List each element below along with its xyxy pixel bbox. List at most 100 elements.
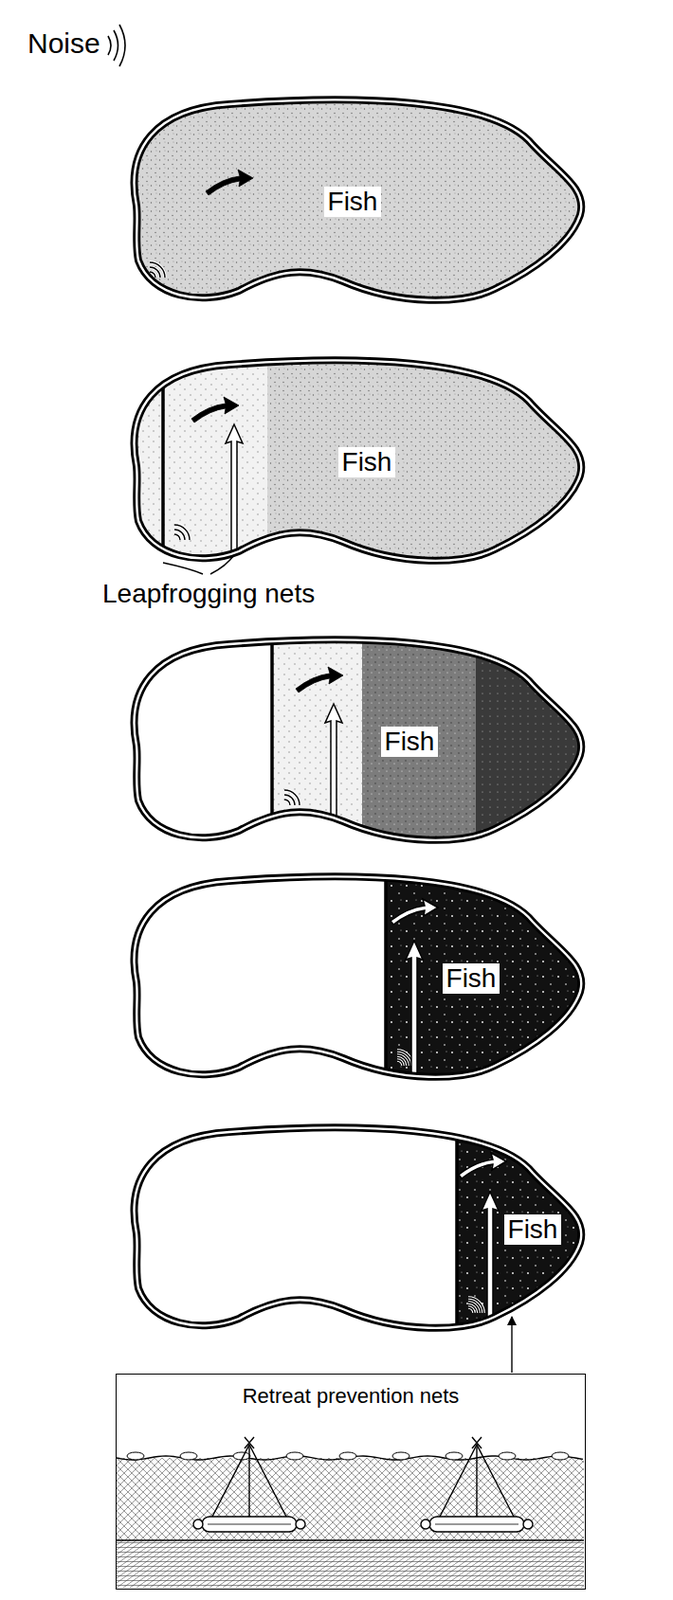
net-advance-arrow [405, 941, 423, 1091]
leader-line [163, 563, 203, 575]
bed-line [116, 1540, 584, 1543]
water-zone [475, 630, 590, 854]
water-ground [115, 1118, 590, 1342]
net-frame [420, 1437, 533, 1533]
float [286, 1453, 304, 1461]
water-zone [272, 630, 363, 854]
lake-outline [134, 876, 583, 1077]
fish-label: Fish [504, 1215, 563, 1246]
noise-arc [397, 1055, 408, 1067]
frame-top [472, 1437, 482, 1450]
lake-shape: Fish [115, 90, 590, 313]
lake-outline [134, 639, 583, 840]
net-weight [429, 1517, 525, 1533]
net-line [383, 867, 388, 1091]
water-ground [115, 350, 590, 574]
net-frame [193, 1437, 306, 1533]
float [180, 1453, 198, 1461]
frame-legs [438, 1445, 515, 1520]
lake-outline-inner [134, 99, 583, 300]
fish-label: Fish [324, 186, 382, 218]
lake-shape: Fish [115, 1118, 590, 1342]
lake-outline-inner [134, 639, 583, 840]
float [445, 1453, 463, 1461]
float [339, 1453, 357, 1461]
noise-halo [284, 790, 300, 806]
noise-arc [397, 1060, 403, 1067]
weight-line [435, 1525, 519, 1527]
float [127, 1453, 145, 1461]
net-weight [201, 1517, 297, 1533]
weight-loop [420, 1520, 431, 1530]
lake-drawing [115, 630, 590, 854]
noise-arc [174, 525, 190, 541]
fish-label: Fish [381, 727, 439, 758]
lake-water [115, 90, 590, 313]
net-line [454, 1118, 459, 1342]
float [498, 1453, 516, 1461]
lake-outline [134, 1127, 583, 1328]
noise-halo [284, 795, 295, 806]
noise-halo [284, 800, 291, 806]
weight-loop [523, 1520, 533, 1530]
lake-water [115, 630, 590, 854]
water-zone [115, 90, 590, 313]
noise-arc [174, 529, 185, 541]
lake-bed [116, 1541, 584, 1589]
noise-arc [284, 800, 291, 806]
noise-halo [149, 262, 165, 278]
noise-arc [284, 795, 295, 806]
noise-label: Noise [27, 26, 101, 61]
noise-halo [468, 1303, 479, 1314]
noise-arc [119, 24, 126, 67]
weight-loop [295, 1520, 306, 1530]
lake-shape: Fish [115, 350, 590, 574]
water-ground [115, 90, 590, 313]
noise-halo [397, 1055, 408, 1067]
float [551, 1453, 569, 1461]
noise-arc [108, 36, 111, 55]
noise-arc [397, 1051, 413, 1067]
water-zone [267, 350, 590, 574]
label-holder: Noise [27, 26, 101, 61]
water-zone [163, 350, 268, 574]
noise-halo [174, 534, 181, 541]
fish-movement-arrow [191, 397, 239, 423]
frame-top [244, 1437, 255, 1450]
noise-halo [174, 525, 190, 541]
fish-label: Fish [442, 964, 501, 995]
noise-halo [397, 1060, 403, 1067]
water-ground [115, 630, 590, 854]
panel-title: Retreat prevention nets [238, 1384, 464, 1410]
lake-water [115, 867, 590, 1091]
water-zone [456, 1118, 590, 1342]
noise-arc [149, 262, 165, 278]
noise-waves [108, 24, 126, 67]
noise-arc [113, 30, 119, 61]
fish-movement-arrow [458, 1153, 507, 1180]
frame-pole [475, 1445, 477, 1518]
inset-panel: Retreat prevention nets [115, 1374, 586, 1591]
noise-arc [284, 790, 300, 806]
fish-label: Fish [338, 447, 397, 478]
water-ground [115, 867, 590, 1091]
lake-shape: Fish [115, 867, 590, 1091]
noise-halo [397, 1051, 413, 1067]
noise-arc [468, 1298, 484, 1314]
fish-movement-arrow [390, 899, 438, 926]
lake-drawing [115, 867, 590, 1091]
net-label: Leapfrogging nets [102, 578, 315, 611]
lake-outline [134, 99, 583, 300]
lake-outline-inner [134, 876, 583, 1077]
lake-water [115, 350, 590, 574]
lake-outline-inner [134, 360, 583, 561]
pointer-arrow [510, 1317, 512, 1374]
lake-outline-inner [134, 1127, 583, 1328]
net-mesh [116, 1458, 584, 1542]
fish-movement-arrow [295, 667, 344, 693]
noise-arc [468, 1303, 479, 1314]
noise-halo [468, 1308, 474, 1314]
frame-legs [211, 1445, 288, 1520]
net-advance-arrow [325, 704, 343, 854]
float [392, 1453, 410, 1461]
